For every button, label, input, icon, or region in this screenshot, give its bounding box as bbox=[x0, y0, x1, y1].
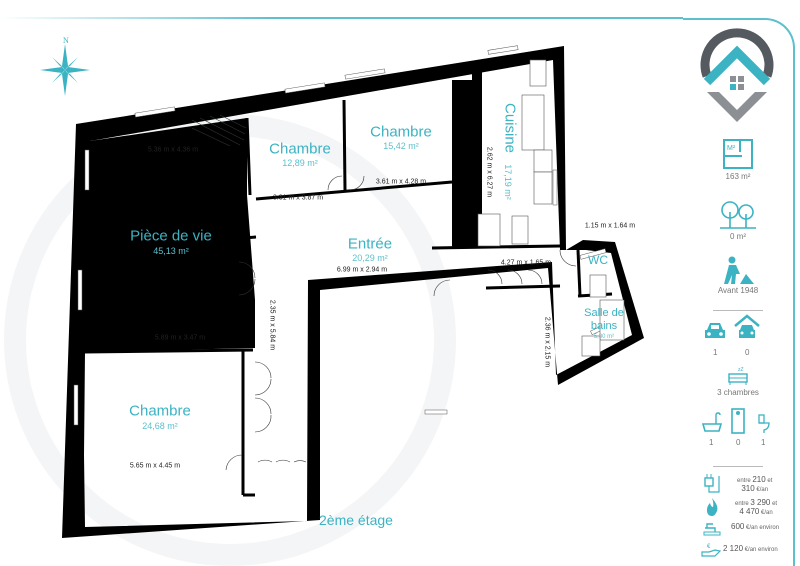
room-dim: 5.89 m x 3.47 m bbox=[154, 334, 206, 342]
room-name-chambre-1: Chambre bbox=[269, 140, 331, 158]
svg-text:M²: M² bbox=[727, 145, 736, 152]
divider bbox=[713, 466, 763, 467]
room-area-piece-de-vie: 45,13 m² bbox=[153, 246, 189, 256]
room-dim: 6.99 m x 2.94 m bbox=[336, 266, 388, 274]
exterior-walls bbox=[62, 46, 644, 538]
svg-text:€: € bbox=[707, 544, 711, 550]
room-dim: 5.36 m x 4.36 m bbox=[147, 146, 199, 154]
parking-outdoor-count: 1 bbox=[713, 348, 718, 357]
hand-euro-icon: € bbox=[701, 544, 721, 557]
bed-icon: zZ bbox=[728, 367, 748, 385]
room-area-cuisine: 17,19 m² bbox=[503, 164, 513, 200]
bedrooms-stat: zZ 3 chambres bbox=[683, 366, 793, 397]
room-name-salle-de-bains: Salle de bains bbox=[584, 307, 624, 332]
electricity-cost: entre 210 et 310 €/an bbox=[737, 475, 773, 493]
room-area-chambre-1: 12,89 m² bbox=[282, 158, 318, 168]
header-line bbox=[0, 17, 683, 19]
surface-value: 163 m² bbox=[725, 172, 751, 181]
divider bbox=[713, 310, 763, 311]
bedrooms-value: 3 chambres bbox=[717, 388, 759, 397]
tax-cost: 2 120 €/an environ bbox=[723, 544, 778, 553]
worker-icon bbox=[724, 256, 754, 284]
room-name-piece-de-vie: Pièce de vie bbox=[130, 227, 212, 245]
faucet-icon bbox=[703, 523, 721, 536]
toilet-count: 1 bbox=[761, 438, 766, 447]
room-area-salle-de-bains: 5,80 m² bbox=[593, 334, 615, 340]
gas-cost: entre 3 290 et 4 470 €/an bbox=[735, 498, 778, 516]
room-name-cuisine: Cuisine bbox=[501, 102, 519, 154]
water-cost: 600 €/an environ bbox=[731, 522, 780, 531]
car-icon bbox=[705, 323, 725, 338]
room-dim: 5.65 m x 4.45 m bbox=[129, 462, 181, 470]
room-dim: 2.62 m x 6.27 m bbox=[485, 146, 493, 198]
construction-stat: Avant 1948 bbox=[683, 256, 793, 295]
parking-stat: 1 0 bbox=[703, 314, 783, 364]
room-dim: 3.31 m x 3.87 m bbox=[272, 194, 324, 202]
room-area-entree: 20,29 m² bbox=[352, 253, 388, 263]
room-dim: 2.36 m x 2.15 m bbox=[543, 316, 551, 368]
bathrooms-stat: 1 0 1 bbox=[701, 408, 781, 458]
room-dim: 4.27 m x 1.65 m bbox=[500, 259, 552, 267]
surface-stat: M² 163 m² bbox=[683, 138, 793, 181]
shower-icon bbox=[731, 408, 745, 434]
trees-icon bbox=[720, 201, 756, 229]
compass-rose-icon bbox=[40, 44, 90, 96]
compass-north-label: N bbox=[63, 36, 69, 45]
bathtub-icon bbox=[701, 412, 723, 432]
floorplan-m2-icon: M² bbox=[723, 139, 753, 169]
toilet-icon bbox=[758, 414, 770, 433]
room-name-wc: WC bbox=[588, 253, 608, 267]
bath-count: 1 bbox=[709, 438, 714, 447]
room-name-chambre-2: Chambre bbox=[370, 123, 432, 141]
room-name-chambre-3: Chambre bbox=[129, 402, 191, 420]
shower-count: 0 bbox=[736, 438, 741, 447]
house-pin-logo-icon bbox=[700, 28, 774, 122]
room-area-chambre-3: 24,68 m² bbox=[142, 421, 178, 431]
garden-stat: 0 m² bbox=[683, 200, 793, 241]
room-area-chambre-2: 15,42 m² bbox=[383, 141, 419, 151]
property-sidebar: M² 163 m² 0 m² Avant 1948 1 0 zZ 3 chamb… bbox=[683, 18, 795, 566]
room-dim: 1.15 m x 1.64 m bbox=[584, 222, 636, 230]
garage-car-icon bbox=[734, 314, 760, 338]
flame-icon bbox=[707, 498, 718, 516]
floor-label: 2ème étage bbox=[319, 512, 393, 528]
room-dim: 3.61 m x 4.28 m bbox=[375, 178, 427, 186]
svg-text:zZ: zZ bbox=[738, 367, 744, 373]
room-name-entree: Entrée bbox=[347, 235, 393, 253]
room-dim: 2.35 m x 5.84 m bbox=[268, 299, 276, 351]
compass: N bbox=[40, 36, 90, 96]
plug-icon bbox=[704, 474, 720, 493]
parking-garage-count: 0 bbox=[745, 348, 750, 357]
garden-value: 0 m² bbox=[730, 232, 746, 241]
construction-value: Avant 1948 bbox=[717, 286, 759, 295]
